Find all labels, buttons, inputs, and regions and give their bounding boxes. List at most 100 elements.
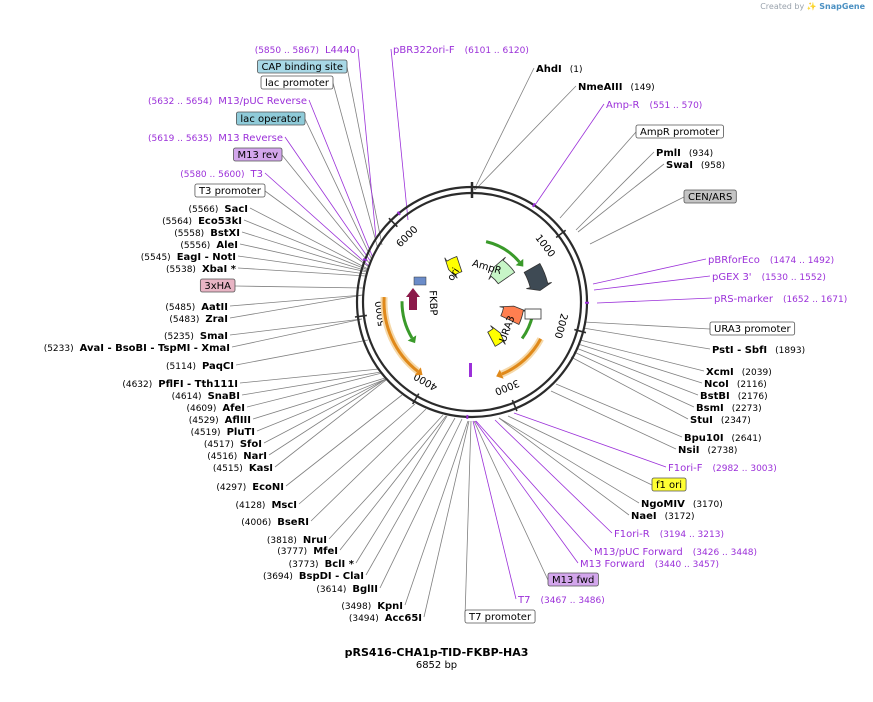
label-f1ori-f-leader bbox=[513, 412, 667, 468]
label-pgex-3-text: pGEX 3' bbox=[712, 272, 752, 283]
label-ahdi: AhdI(1) bbox=[536, 64, 583, 75]
label-f1-ori: f1 ori bbox=[651, 477, 687, 492]
label-nsii: NsiI(2738) bbox=[678, 445, 737, 456]
label-eco53ki-leader bbox=[243, 219, 369, 271]
label-bglii-text: BglII bbox=[352, 584, 378, 595]
label-ampr-promoter-leader bbox=[559, 131, 637, 219]
label-lac-promoter-box bbox=[260, 75, 334, 90]
label-pmli-position: (934) bbox=[689, 149, 713, 159]
label-eco53ki-text: Eco53kI bbox=[198, 216, 242, 227]
label-paqci-leader bbox=[235, 339, 369, 366]
label-ngomiv-position: (3170) bbox=[693, 500, 723, 510]
label-zrai-text: ZraI bbox=[205, 314, 228, 325]
label-m13-rev-text: M13 rev bbox=[238, 150, 279, 161]
label-lac-promoter-text: lac promoter bbox=[265, 78, 330, 89]
label-ngomiv: NgoMIV(3170) bbox=[641, 499, 723, 510]
label-econi: EcoNI(4297) bbox=[216, 482, 284, 493]
marker-green-arrow bbox=[400, 301, 414, 339]
label-zrai-leader bbox=[229, 294, 364, 319]
label-pflfi-tth111i: PflFI - Tth111I(4632) bbox=[122, 379, 238, 390]
tick-1000 bbox=[555, 229, 567, 239]
label-bspdi-clai-position: (3694) bbox=[263, 572, 293, 582]
label-smai-leader bbox=[229, 318, 363, 336]
label-bstxi-leader bbox=[241, 231, 368, 272]
label-t3-promoter-box bbox=[194, 183, 266, 198]
label-cen-ars: CEN/ARS bbox=[683, 189, 737, 204]
label-ampr-promoter-box bbox=[635, 124, 724, 139]
tick-label-3000: 3000 bbox=[493, 377, 521, 397]
label-nmeaiii-position: (149) bbox=[630, 83, 654, 93]
label-snabi-position: (4614) bbox=[172, 392, 202, 402]
label-m13-forward-position: (3440 .. 3457) bbox=[655, 560, 719, 570]
label-msci: MscI(4128) bbox=[236, 500, 298, 511]
label-t7-promoter-text: T7 promoter bbox=[468, 612, 532, 623]
ring-primer-mark bbox=[531, 202, 536, 208]
feature-label-ura3: URA3 bbox=[498, 315, 518, 344]
label-psti-sbfi-text: PstI - SbfI bbox=[712, 345, 767, 356]
label-m13-rev: M13 rev bbox=[233, 147, 283, 162]
label-bseri-leader bbox=[310, 408, 427, 522]
label-bspdi-clai-text: BspDI - ClaI bbox=[299, 571, 364, 582]
label-ncoi-text: NcoI bbox=[704, 379, 729, 390]
label-prs-marker: pRS-marker(1652 .. 1671) bbox=[714, 294, 847, 305]
label-bcli-position: (3773) bbox=[289, 560, 319, 570]
label-m13-fwd: M13 fwd bbox=[547, 572, 599, 587]
label-nari: NarI(4516) bbox=[207, 451, 267, 462]
label-kasi: KasI (4515) bbox=[213, 463, 273, 474]
label-kpni-leader bbox=[404, 420, 469, 606]
label-cap-binding-site-box bbox=[257, 59, 348, 74]
tick-label-2000: 2000 bbox=[552, 312, 569, 339]
label-m13-puc-reverse: M13/pUC Reverse(5632 .. 5654) bbox=[148, 96, 307, 107]
label-swai-leader bbox=[577, 163, 665, 233]
label-t7: T7(3467 .. 3486) bbox=[517, 595, 605, 606]
label-t7-promoter: T7 promoter bbox=[464, 609, 536, 624]
label-naei-leader bbox=[498, 417, 630, 516]
label-lac-operator-leader bbox=[304, 118, 373, 261]
label-smai-position: (5235) bbox=[164, 332, 194, 342]
label-pflfi-tth111i-text: PflFI - Tth111I bbox=[158, 379, 238, 390]
label-prs-marker-position: (1652 .. 1671) bbox=[783, 295, 847, 305]
label-snabi-text: SnaBI bbox=[208, 391, 240, 402]
label-xcmi-text: XcmI bbox=[706, 367, 734, 378]
label-kasi-text: KasI bbox=[249, 463, 273, 474]
label-f1ori-r-leader bbox=[494, 419, 613, 534]
label-nari-position: (4516) bbox=[207, 452, 237, 462]
ampr-green-arrow-head-icon bbox=[515, 258, 524, 267]
label-bstbi-leader bbox=[575, 347, 699, 396]
label-mfei-leader bbox=[339, 415, 447, 551]
label-amp-r-text: Amp-R bbox=[606, 100, 640, 111]
label-afei: AfeI(4609) bbox=[186, 403, 245, 414]
ura3-orange-arrow bbox=[501, 338, 543, 376]
label-zrai: ZraI(5483) bbox=[169, 314, 228, 325]
label-bseri-position: (4006) bbox=[241, 518, 271, 528]
label-alei: AleI(5556) bbox=[180, 240, 238, 251]
label-bpu10i-text: Bpu10I bbox=[684, 433, 724, 444]
label-smai: SmaI(5235) bbox=[164, 331, 228, 342]
label-snabi-leader bbox=[241, 371, 382, 396]
label-bstxi: BstXI(5558) bbox=[174, 228, 240, 239]
label-swai-position: (958) bbox=[701, 161, 725, 171]
label-kasi-position: (4515) bbox=[213, 464, 243, 474]
label-naei-text: NaeI bbox=[631, 511, 657, 522]
label-ahdi-text: AhdI bbox=[536, 64, 562, 75]
label-aatii-text: AatII bbox=[201, 302, 228, 313]
ring-primer-mark bbox=[396, 211, 401, 216]
label-paqci-text: PaqCI bbox=[202, 361, 234, 372]
label-3xha: 3xHA bbox=[199, 278, 236, 293]
ori-arrow bbox=[444, 255, 463, 279]
ring-primer-mark bbox=[362, 258, 368, 262]
label-xcmi-leader bbox=[579, 339, 705, 372]
label-t3-text: T3 bbox=[250, 169, 263, 180]
label-pbrforeco-position: (1474 .. 1492) bbox=[770, 256, 834, 266]
label-t7-promoter-box bbox=[464, 609, 536, 624]
plasmid-name: pRS416-CHA1p-TID-FKBP-HA3 bbox=[344, 646, 529, 659]
label-stui-position: (2347) bbox=[721, 416, 751, 426]
tick-3000 bbox=[511, 399, 518, 412]
label-m13-puc-reverse-position: (5632 .. 5654) bbox=[148, 97, 212, 107]
label-lac-operator-text: lac operator bbox=[240, 114, 301, 125]
ha-tag-block bbox=[413, 276, 427, 286]
label-f1ori-f: F1ori-F(2982 .. 3003) bbox=[668, 463, 777, 474]
label-m13-rev-box bbox=[233, 147, 283, 162]
tick-6000 bbox=[388, 217, 398, 228]
